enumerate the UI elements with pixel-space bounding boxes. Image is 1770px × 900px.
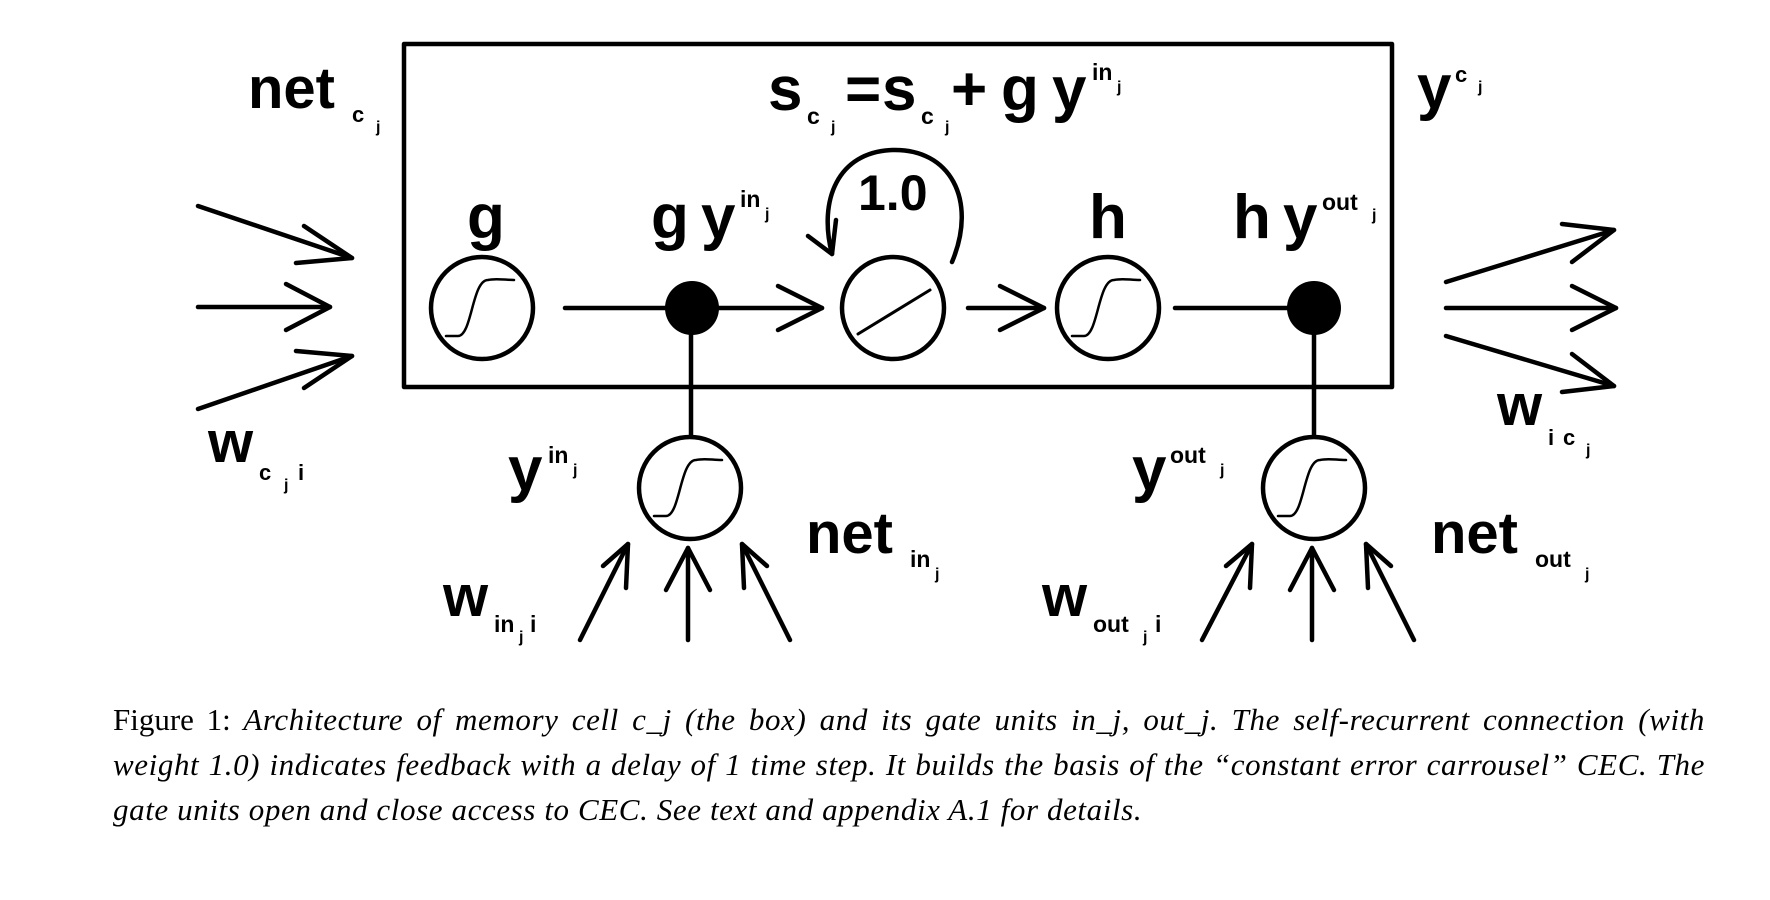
svg-text:h: h [1233, 183, 1271, 252]
cec-linear-unit [839, 254, 947, 362]
svg-text:i: i [1548, 425, 1554, 450]
svg-text:j: j [572, 462, 577, 479]
svg-text:g: g [1001, 55, 1039, 124]
svg-text:j: j [375, 119, 380, 136]
svg-text:y: y [1132, 435, 1167, 504]
w-out-i-label: w out j i [1041, 564, 1161, 646]
svg-text:c: c [921, 103, 934, 129]
caption-prefix: Figure 1: [113, 702, 244, 737]
y-c-label: y c j [1417, 53, 1482, 122]
svg-text:c: c [807, 103, 820, 129]
memory-cell-diagram: s c j = s c j + g y in j net c j y c j g… [195, 41, 1619, 646]
svg-text:j: j [944, 119, 949, 136]
svg-text:out: out [1535, 546, 1571, 572]
svg-text:y: y [701, 183, 736, 252]
svg-text:c: c [1563, 425, 1575, 450]
svg-text:y: y [1417, 53, 1452, 122]
output-multiplication-node [1287, 281, 1341, 335]
svg-text:in: in [910, 546, 930, 572]
svg-text:j: j [1477, 79, 1482, 96]
svg-text:w: w [207, 410, 254, 475]
svg-text:s: s [768, 55, 802, 124]
recurrent-weight-label: 1.0 [858, 165, 928, 221]
svg-text:c: c [1455, 62, 1467, 87]
to-cec-arrowhead [775, 283, 825, 333]
net-c-label: net c j [248, 56, 380, 136]
y-out-label: y out j [1132, 435, 1224, 504]
h-label: h [1089, 183, 1127, 252]
svg-text:g: g [651, 183, 689, 252]
svg-text:w: w [1041, 564, 1088, 629]
svg-text:j: j [830, 119, 835, 136]
net-in-label: net in j [806, 501, 939, 583]
svg-text:j: j [934, 566, 939, 583]
svg-text:out: out [1170, 442, 1206, 468]
figure-caption: Figure 1: Architecture of memory cell c_… [113, 697, 1705, 832]
svg-text:w: w [442, 564, 489, 629]
svg-text:y: y [1283, 183, 1318, 252]
svg-text:=: = [845, 55, 881, 124]
g-label: g [467, 183, 505, 252]
svg-text:c: c [259, 460, 271, 485]
svg-text:+: + [951, 55, 987, 124]
svg-text:in: in [494, 611, 514, 637]
svg-text:j: j [1142, 629, 1147, 646]
input-gate-input-arrows [577, 541, 793, 643]
svg-text:i: i [530, 611, 536, 637]
svg-text:j: j [1585, 442, 1590, 459]
h-squash-unit [1054, 254, 1162, 362]
svg-text:j: j [1584, 566, 1589, 583]
svg-text:y: y [1052, 55, 1087, 124]
svg-text:j: j [764, 206, 769, 223]
g-squash-unit [428, 254, 536, 362]
svg-text:w: w [1496, 373, 1543, 438]
svg-text:y: y [508, 435, 543, 504]
y-in-label: y in j [508, 435, 577, 504]
svg-text:j: j [283, 477, 288, 494]
svg-text:out: out [1322, 189, 1358, 215]
svg-text:i: i [1155, 611, 1161, 637]
svg-text:s: s [882, 55, 916, 124]
svg-text:j: j [518, 629, 523, 646]
svg-text:net: net [806, 501, 893, 566]
svg-text:j: j [1371, 207, 1376, 224]
svg-text:net: net [248, 56, 335, 121]
cec-to-h-arrowhead [997, 283, 1047, 333]
svg-text:out: out [1093, 611, 1129, 637]
self-recurrent-loop [805, 147, 964, 265]
svg-text:in: in [1092, 59, 1112, 85]
svg-text:j: j [1219, 462, 1224, 479]
svg-text:in: in [740, 186, 760, 212]
svg-text:net: net [1431, 501, 1518, 566]
w-i-c-label: w i c j [1496, 373, 1590, 459]
caption-text: Architecture of memory cell c_j (the box… [113, 702, 1705, 827]
output-gate-unit [1260, 434, 1368, 542]
svg-text:in: in [548, 442, 568, 468]
h-y-out-label: h y out j [1233, 183, 1376, 252]
cell-input-arrows [195, 203, 355, 412]
input-multiplication-node [665, 281, 719, 335]
net-out-label: net out j [1431, 501, 1589, 583]
svg-text:i: i [298, 460, 304, 485]
svg-text:c: c [352, 102, 364, 127]
svg-text:j: j [1116, 79, 1121, 96]
w-c-i-label: w c j i [207, 410, 304, 494]
memory-cell-box [401, 41, 1395, 390]
output-gate-input-arrows [1199, 541, 1417, 643]
w-in-i-label: w in j i [442, 564, 536, 646]
input-gate-unit [636, 434, 744, 542]
cell-state-equation: s c j = s c j + g y in j [768, 55, 1121, 136]
cell-output-arrows [1443, 221, 1619, 395]
g-y-in-label: g y in j [651, 183, 769, 252]
